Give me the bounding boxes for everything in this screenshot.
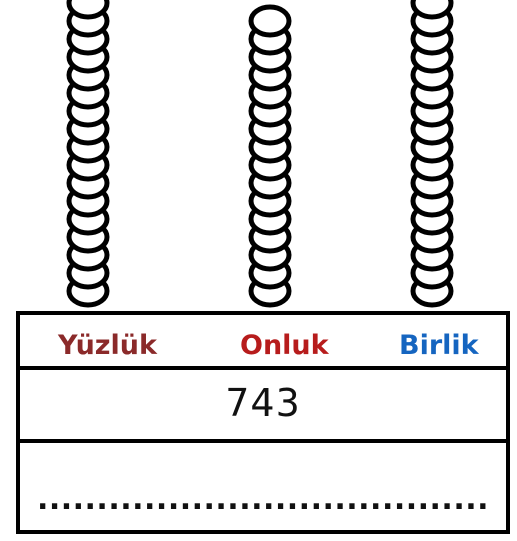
ones-bead [413, 0, 451, 17]
tens-bead [251, 7, 289, 35]
answer-blank: ...................................... [18, 478, 508, 522]
tens-label: Onluk [240, 326, 329, 366]
hundreds-label: Yüzlük [58, 326, 157, 366]
hundreds-bead [69, 0, 107, 17]
number-value: 743 [18, 374, 508, 432]
bead-layer [69, 0, 451, 305]
ones-label: Birlik [399, 326, 479, 366]
